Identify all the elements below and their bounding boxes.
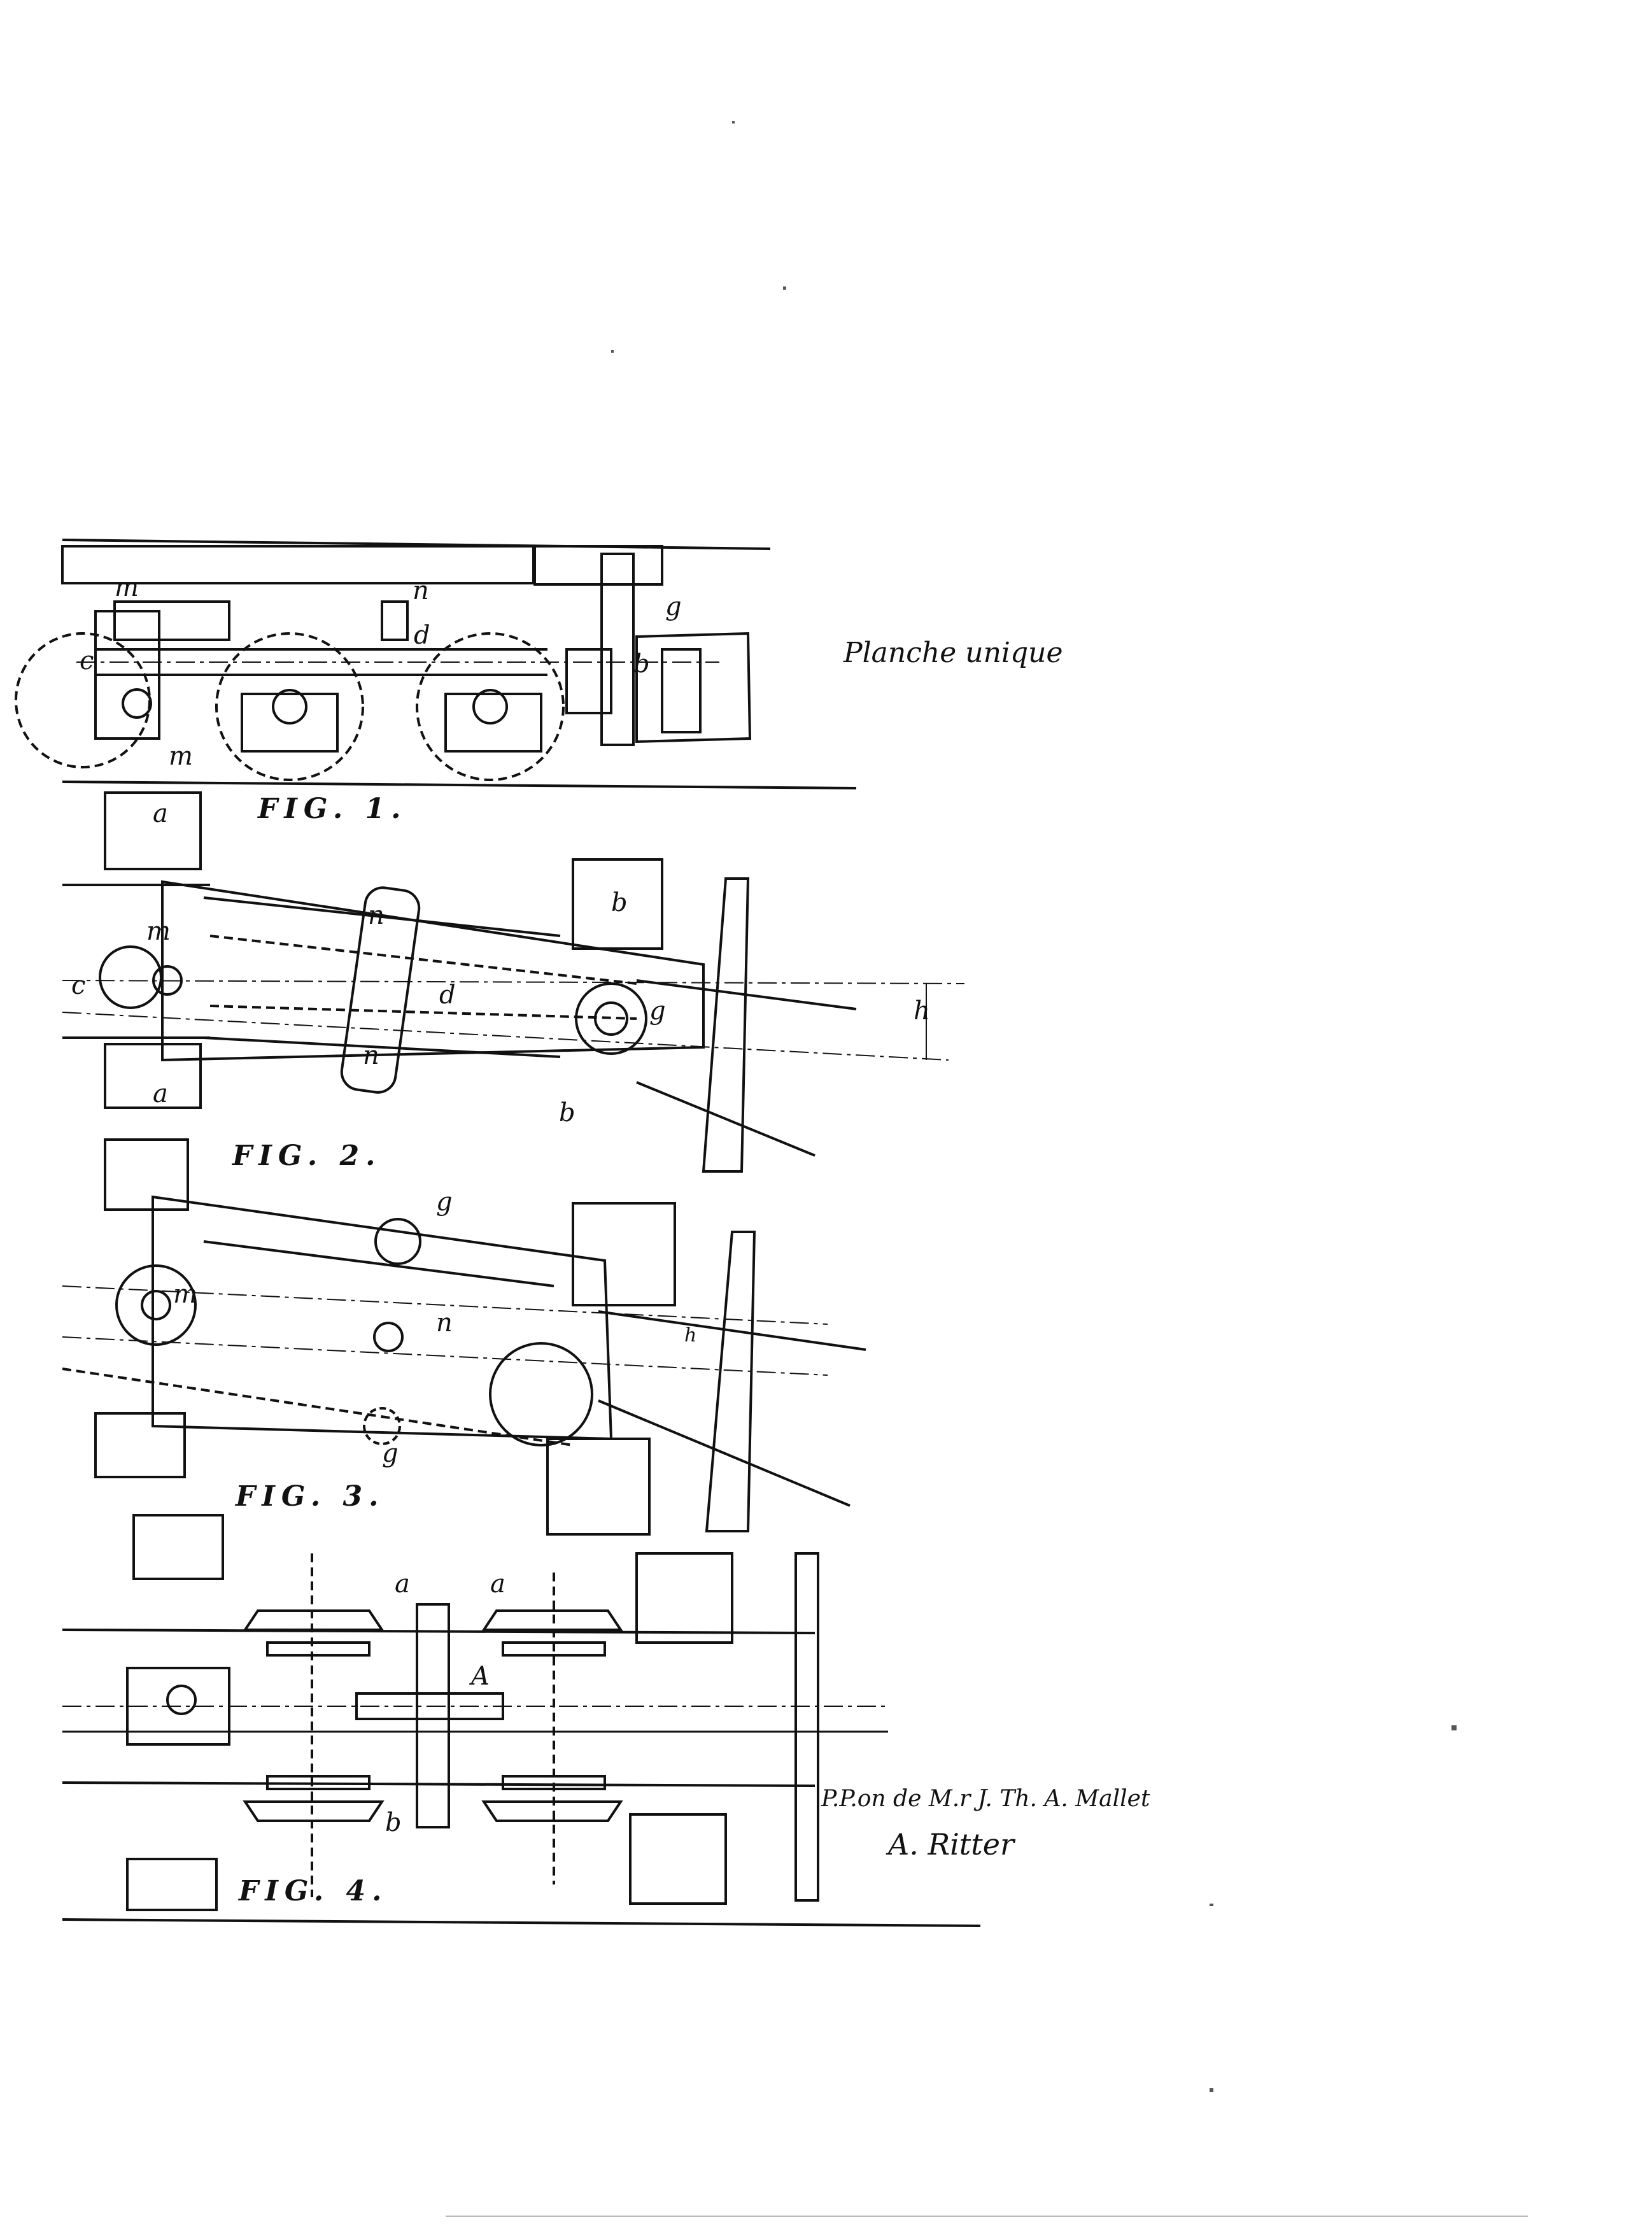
plate-caption: Planche unique — [844, 637, 1063, 669]
fig1-letter-b: b — [633, 649, 650, 679]
fig2-drawing — [62, 791, 965, 1173]
fig2-letter-b-top: b — [611, 888, 628, 917]
fig2-letter-h: h — [914, 996, 930, 1026]
fig2-letter-n-bottom: n — [363, 1041, 379, 1070]
fig4-letter-a-right: a — [490, 1569, 505, 1599]
fig3-letter-g-top: g — [436, 1187, 453, 1217]
fig1-letter-m-bottom: m — [169, 742, 193, 771]
fig2-letter-a-top: a — [153, 799, 168, 828]
fig4-letter-A: A — [471, 1662, 490, 1691]
fig2-letter-b-bottom: b — [559, 1098, 575, 1128]
fig3-drawing — [62, 1138, 866, 1536]
fig1-drawing — [15, 539, 857, 789]
fig2-letter-a-bottom: a — [153, 1079, 168, 1108]
fig3-letter-h: h — [684, 1324, 697, 1347]
fig4-label: FIG. 4. — [239, 1875, 388, 1907]
fig3-letter-g-bottom: g — [382, 1439, 399, 1468]
fig2-letter-g: g — [649, 996, 666, 1026]
fig4-letter-b: b — [385, 1808, 402, 1837]
fig1-letter-c: c — [80, 646, 94, 675]
fig2-label: FIG. 2. — [232, 1140, 382, 1172]
fig2-letter-d: d — [439, 980, 456, 1010]
signature-line-2: A. Ritter — [888, 1827, 1014, 1862]
fig1-label: FIG. 1. — [258, 793, 407, 825]
fig4-letter-a-left: a — [395, 1569, 410, 1599]
fig3-letter-m: m — [173, 1280, 197, 1309]
fig2-letter-n-top: n — [368, 901, 385, 930]
fig2-letter-c: c — [71, 971, 86, 1000]
fig3-label: FIG. 3. — [236, 1480, 385, 1513]
fig2-letter-m: m — [146, 917, 171, 946]
signature-line-1: P.P.on de M.r J. Th. A. Mallet — [821, 1786, 1150, 1812]
fig1-letter-d: d — [414, 621, 430, 650]
fig1-letter-g: g — [665, 592, 682, 621]
fig3-letter-n: n — [436, 1308, 453, 1338]
fig4-drawing — [62, 1514, 981, 1927]
fig1-letter-m-top: m — [115, 573, 139, 602]
fig1-letter-n: n — [413, 576, 429, 605]
